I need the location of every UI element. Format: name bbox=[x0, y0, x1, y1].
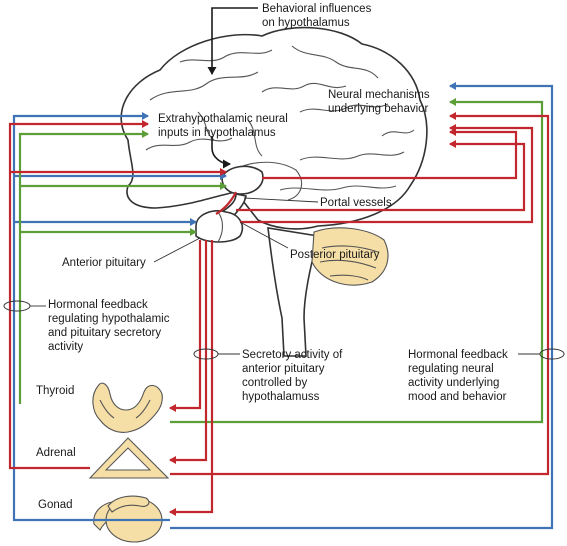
pituitary-gland bbox=[195, 210, 244, 243]
posterior-pituitary-label: Posterior pituitary bbox=[290, 249, 380, 261]
thyroid-label: Thyroid bbox=[36, 385, 74, 397]
adrenal-gland bbox=[88, 437, 170, 479]
anterior-pituitary-label: Anterior pituitary bbox=[62, 257, 146, 269]
secretory-activity-label: Secretory activity of anterior pituitary… bbox=[242, 349, 346, 403]
hypothalamus bbox=[221, 165, 264, 195]
brain-illustration bbox=[120, 26, 428, 357]
gonad-label: Gonad bbox=[38, 499, 73, 511]
adrenal-label: Adrenal bbox=[36, 447, 76, 459]
extrahypothalamic-inputs-label: Extrahypothalamic neural inputs in hypot… bbox=[158, 113, 291, 139]
neural-mechanisms-label: Neural mechanisms underlying behavior bbox=[328, 89, 433, 115]
hormonal-feedback-left-label: Hormonal feedback regulating hypothalami… bbox=[48, 299, 173, 353]
behavioral-influences-label: Behavioral influences on hypothalamus bbox=[262, 3, 375, 29]
portal-vessels bbox=[215, 191, 237, 215]
portal-vessels-label: Portal vessels bbox=[320, 197, 392, 209]
brainstem bbox=[267, 227, 319, 357]
hormonal-feedback-right-label: Hormonal feedback regulating neural acti… bbox=[408, 349, 511, 403]
cerebellum bbox=[311, 227, 389, 286]
thyroid-gland bbox=[92, 382, 163, 433]
